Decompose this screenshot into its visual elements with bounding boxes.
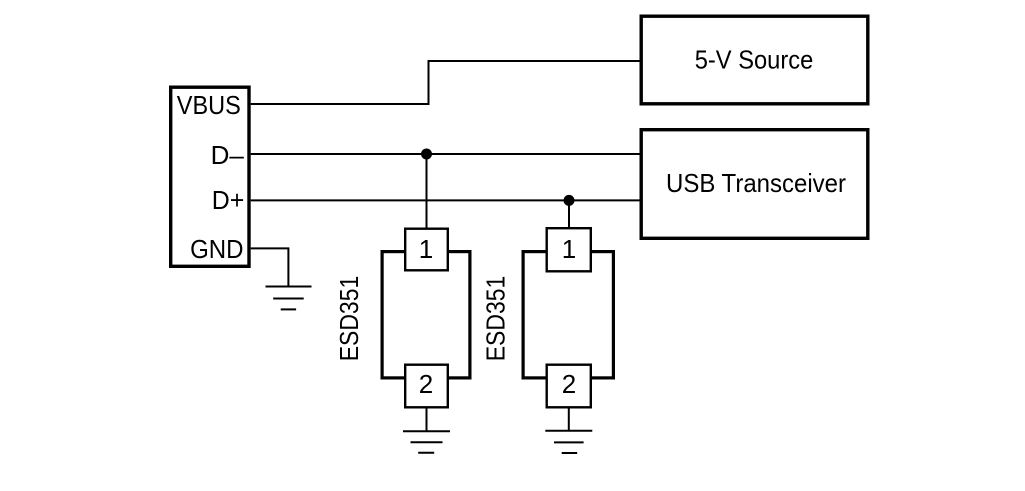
svg-text:ESD351: ESD351: [334, 276, 364, 362]
svg-text:1: 1: [562, 234, 576, 264]
svg-text:1: 1: [419, 234, 433, 264]
svg-text:D–: D–: [211, 140, 245, 170]
svg-text:2: 2: [419, 369, 433, 399]
svg-text:2: 2: [562, 369, 576, 399]
svg-text:5-V Source: 5-V Source: [695, 45, 814, 75]
svg-text:D+: D+: [212, 185, 245, 215]
svg-text:ESD351: ESD351: [481, 276, 511, 362]
svg-text:USB Transceiver: USB Transceiver: [666, 168, 846, 198]
svg-text:VBUS: VBUS: [177, 90, 241, 120]
svg-text:GND: GND: [190, 234, 243, 264]
